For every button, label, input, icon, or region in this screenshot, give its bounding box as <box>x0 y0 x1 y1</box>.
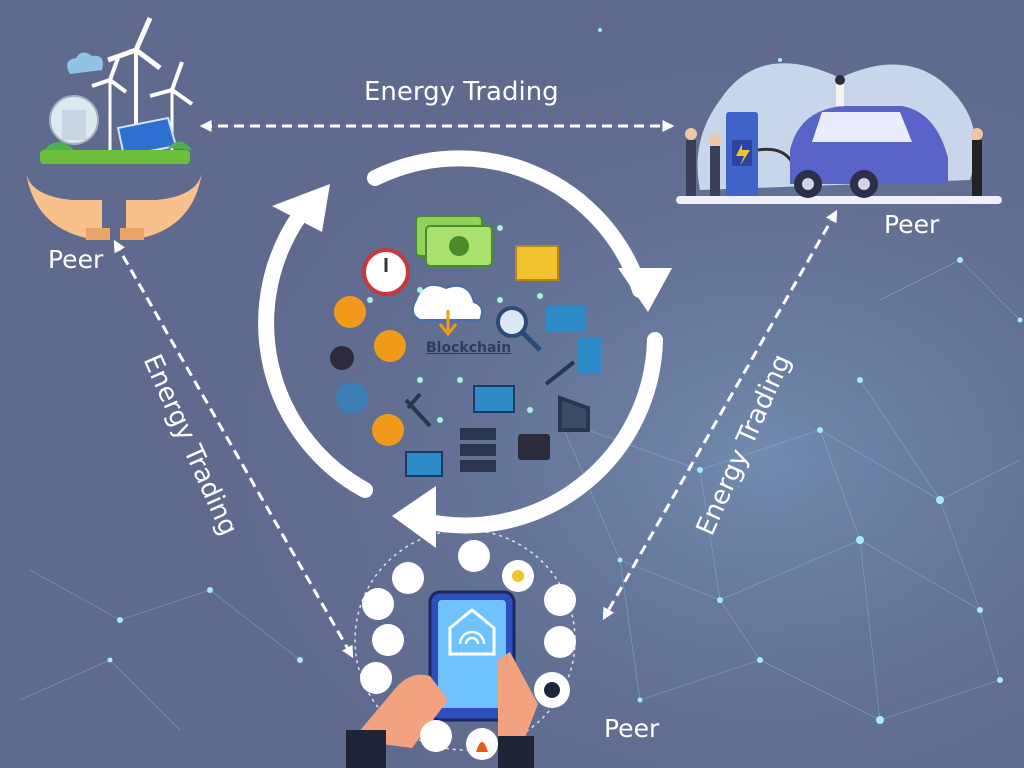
arrow-right <box>602 209 838 621</box>
peer-label-top-left: Peer <box>48 245 104 274</box>
blockchain-label: Blockchain <box>426 340 512 356</box>
renewable-energy-hands-icon <box>26 16 202 240</box>
smart-home-phone-icon <box>346 529 576 768</box>
blockchain-cycle-icon <box>330 215 602 477</box>
cycle-arrowheads <box>272 184 672 548</box>
energy-trading-label-top: Energy Trading <box>364 77 559 107</box>
ev-charging-station-icon <box>676 63 1002 204</box>
cycle-arrows <box>258 150 663 534</box>
peer-label-bottom: Peer <box>604 714 660 743</box>
peer-label-top-right: Peer <box>884 210 940 239</box>
